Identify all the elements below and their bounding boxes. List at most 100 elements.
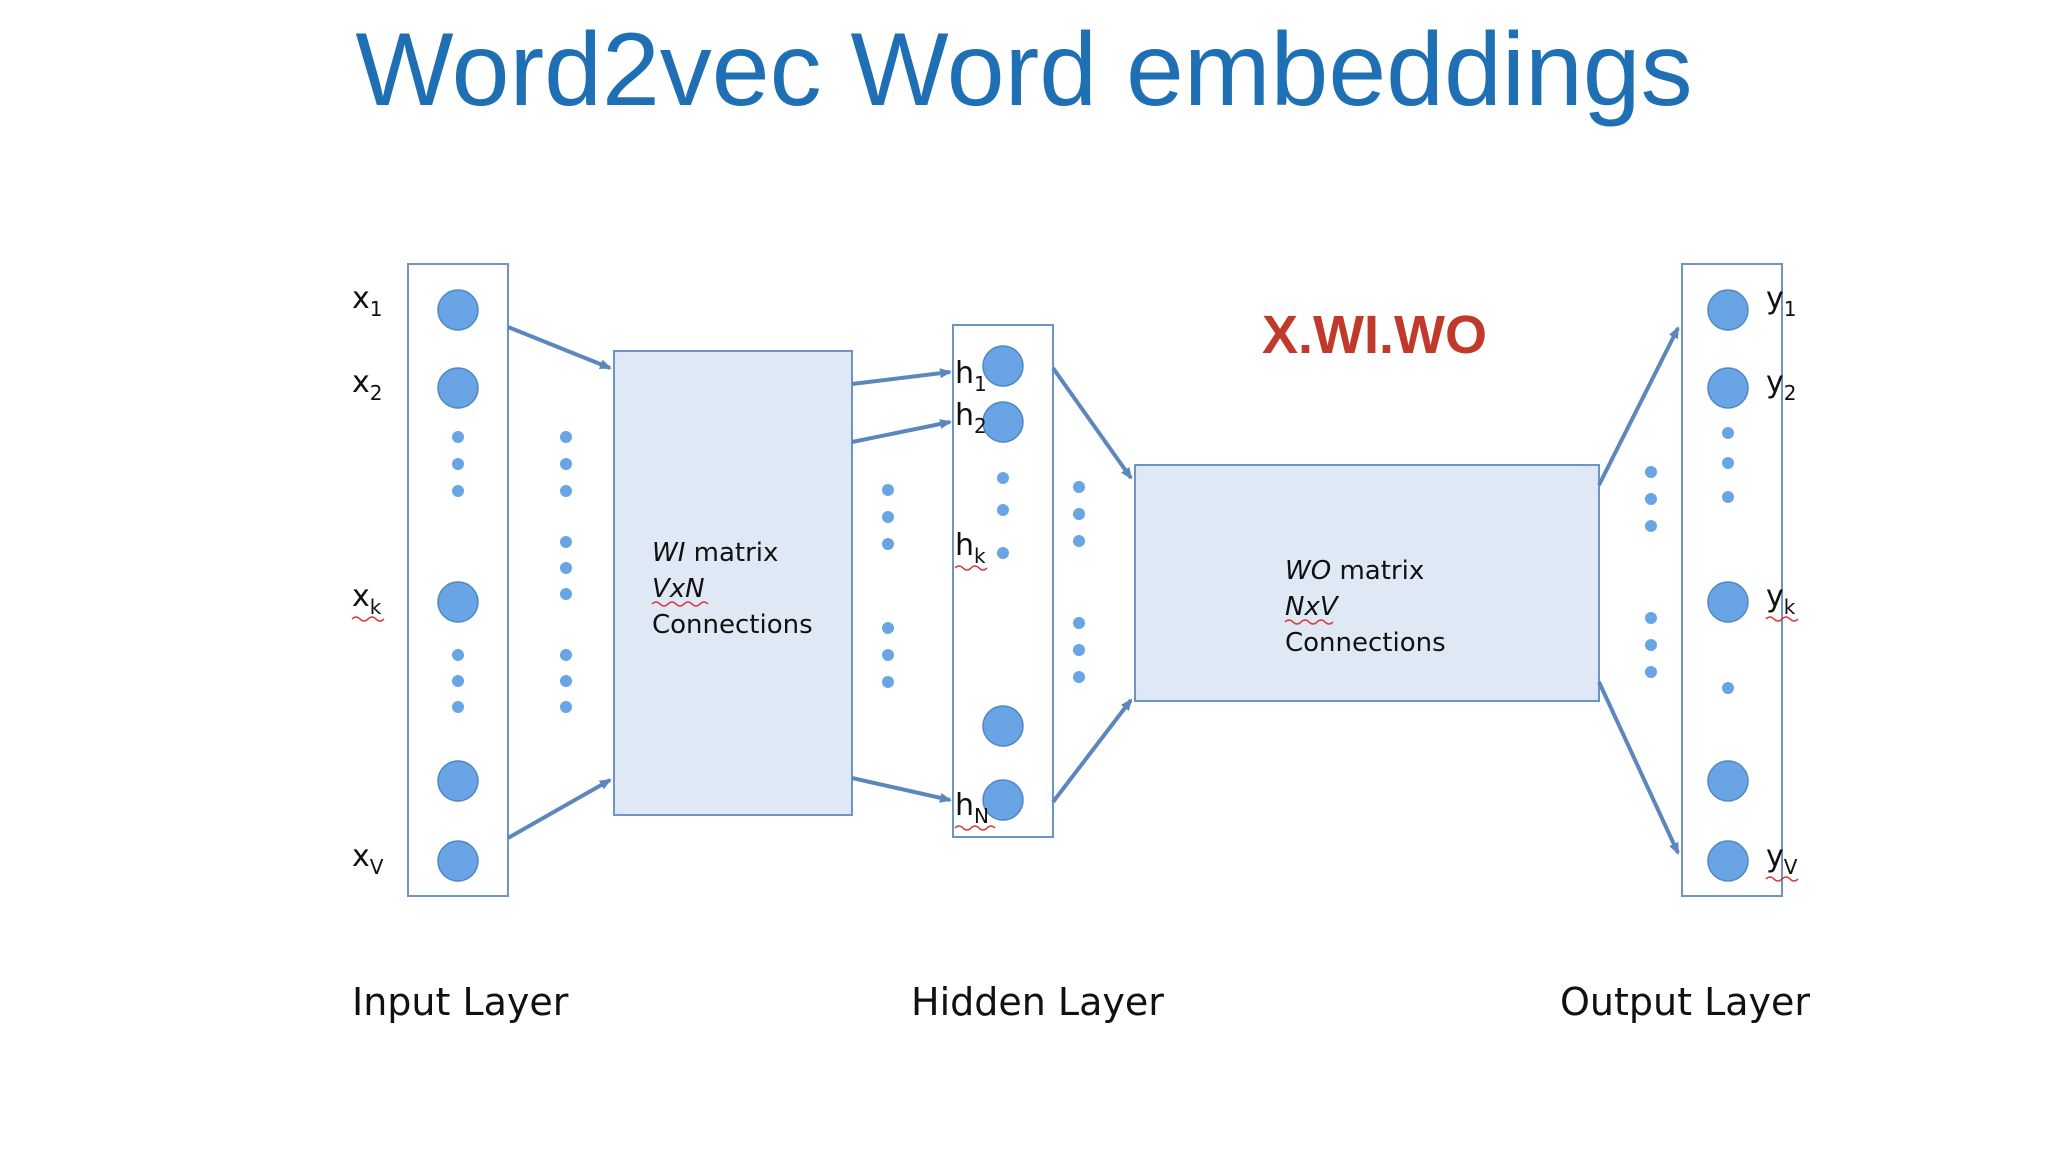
ellipsis-dot	[882, 484, 894, 496]
input-unit-label-k: xk	[352, 579, 382, 619]
ellipsis-dot	[560, 649, 572, 661]
arrow-hidden-to-wo-top	[1051, 366, 1133, 480]
arrow-hidden-to-wo-bottom	[1051, 698, 1133, 804]
hidden-node-1	[982, 345, 1024, 387]
ellipsis-dot	[882, 511, 894, 523]
output-node-5	[1707, 840, 1749, 882]
ellipsis-dot	[1722, 682, 1734, 694]
ellipsis-dot	[997, 547, 1009, 559]
ellipsis-dot	[1722, 427, 1734, 439]
wi-matrix-dims: VxN	[652, 574, 705, 604]
ellipsis-dot	[1073, 617, 1085, 629]
output-node-3	[1707, 581, 1749, 623]
arrow-wi-to-h2	[851, 419, 952, 444]
output-node-1	[1707, 289, 1749, 331]
wi-matrix-connections: Connections	[652, 610, 813, 640]
network-nodes	[437, 289, 1749, 882]
hidden-unit-label-n: hN	[955, 788, 989, 828]
ellipsis-dot	[1645, 493, 1657, 505]
ellipsis-dot	[560, 701, 572, 713]
input-node-4	[437, 760, 479, 802]
output-layer-label: Output Layer	[1560, 980, 1810, 1024]
spellcheck-squiggle	[1765, 876, 1799, 882]
arrow-input-to-wi-top	[507, 325, 612, 370]
hidden-unit-label-2: h2	[955, 398, 987, 438]
input-unit-label-v: xV	[352, 839, 384, 879]
output-node-2	[1707, 367, 1749, 409]
arrow-wi-to-hn	[851, 776, 952, 803]
ellipsis-dot	[1073, 535, 1085, 547]
output-unit-label-1: y1	[1766, 281, 1797, 321]
arrow-wo-to-output-top	[1597, 326, 1680, 486]
input-node-3	[437, 581, 479, 623]
wo-matrix-connections: Connections	[1285, 628, 1446, 658]
hidden-unit-label-1: h1	[955, 356, 987, 396]
ellipsis-dot	[1645, 666, 1657, 678]
ellipsis-dot	[882, 538, 894, 550]
ellipsis-dot	[1073, 644, 1085, 656]
ellipsis-dot	[452, 701, 464, 713]
hidden-node-3	[982, 705, 1024, 747]
hidden-unit-label-k: hk	[955, 528, 986, 568]
ellipsis-dot	[560, 675, 572, 687]
output-unit-label-v: yV	[1766, 839, 1798, 879]
ellipsis-dot	[1645, 612, 1657, 624]
output-unit-label-2: y2	[1766, 365, 1797, 405]
arrow-wo-to-output-bottom	[1597, 681, 1680, 855]
arrow-input-to-wi-bottom	[507, 778, 612, 840]
ellipsis-dot	[560, 588, 572, 600]
hidden-node-2	[982, 401, 1024, 443]
ellipsis-dot	[997, 504, 1009, 516]
spellcheck-squiggle	[954, 565, 988, 571]
ellipsis-dot	[997, 472, 1009, 484]
ellipsis-dot	[1073, 671, 1085, 683]
hidden-layer-column	[952, 324, 1054, 838]
input-unit-label-1: x1	[352, 281, 383, 321]
arrow-wi-to-h1	[851, 368, 952, 386]
ellipsis-dot	[882, 622, 894, 634]
ellipsis-dot	[882, 676, 894, 688]
ellipsis-dot	[560, 431, 572, 443]
connection-arrows	[507, 325, 1680, 855]
wo-matrix-box	[1134, 464, 1600, 702]
ellipsis-dot	[560, 562, 572, 574]
spellcheck-squiggle	[1765, 616, 1799, 622]
ellipsis-dot	[1645, 466, 1657, 478]
wo-matrix-title: WO matrix	[1285, 556, 1424, 586]
spellcheck-squiggle	[651, 601, 709, 607]
output-layer-column	[1681, 263, 1783, 897]
output-unit-label-k: yk	[1766, 579, 1796, 619]
wi-matrix-box	[613, 350, 853, 816]
input-node-2	[437, 367, 479, 409]
ellipsis-dot	[1073, 508, 1085, 520]
ellipsis-dot	[452, 675, 464, 687]
spellcheck-squiggle	[954, 825, 996, 831]
wo-matrix-dims: NxV	[1285, 592, 1340, 622]
ellipsis-dot	[1722, 491, 1734, 503]
hidden-node-4	[982, 779, 1024, 821]
ellipsis-dot	[1645, 639, 1657, 651]
input-node-1	[437, 289, 479, 331]
spellcheck-squiggle	[1284, 619, 1334, 625]
spellcheck-squiggle	[351, 616, 385, 622]
slide-title: Word2vec Word embeddings	[355, 12, 1693, 128]
ellipsis-dot	[560, 485, 572, 497]
input-layer-column	[407, 263, 509, 897]
ellipsis-dot	[560, 536, 572, 548]
ellipsis-dot	[1722, 457, 1734, 469]
input-node-5	[437, 840, 479, 882]
ellipsis-dot	[452, 431, 464, 443]
ellipsis-dot	[560, 458, 572, 470]
input-layer-label: Input Layer	[352, 980, 569, 1024]
ellipsis-dot	[882, 649, 894, 661]
wi-matrix-title: WI matrix	[652, 538, 778, 568]
ellipsis-dot	[1645, 520, 1657, 532]
ellipsis-dots	[452, 427, 1734, 713]
output-node-4	[1707, 760, 1749, 802]
formula-label: X.WI.WO	[1262, 305, 1487, 365]
ellipsis-dot	[452, 485, 464, 497]
hidden-layer-label: Hidden Layer	[911, 980, 1164, 1024]
input-unit-label-2: x2	[352, 365, 383, 405]
ellipsis-dot	[452, 649, 464, 661]
